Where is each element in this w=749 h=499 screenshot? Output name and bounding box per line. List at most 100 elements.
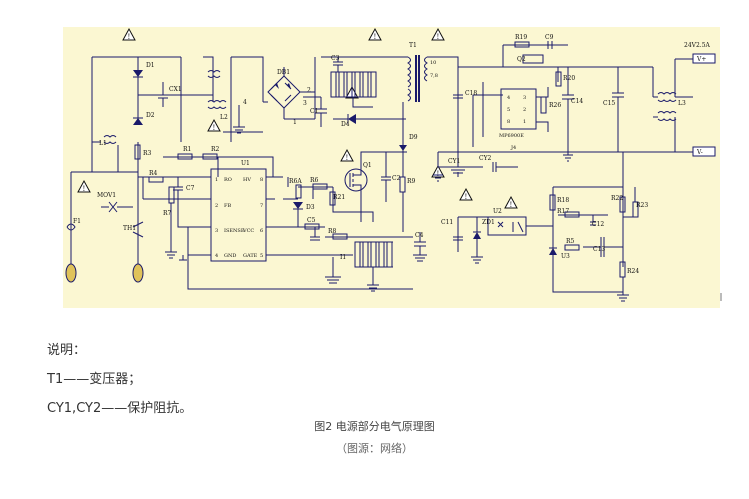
figure-source: （图源：网络） (336, 442, 413, 455)
label-zd1: ZD1 (482, 219, 495, 226)
label-r17: R17 (557, 208, 569, 215)
label-r20: R20 (563, 75, 575, 82)
label-r9: R9 (407, 178, 416, 185)
ic2-pin5: 5 (507, 107, 510, 113)
label-mov1: MOV1 (97, 192, 116, 199)
label-r6: R6 (310, 177, 319, 184)
terminal-plus (692, 53, 716, 64)
u1-pin-right-name: HV (243, 177, 251, 183)
label-r22: R22 (611, 195, 623, 202)
warning-icon: ! (431, 164, 445, 178)
label-d1: D1 (146, 62, 155, 69)
u1-pin-left-num: 3 (215, 228, 218, 234)
circuit-svg: ! ! ! ! ! ! ! ! ! ! D1 D2 CX1 L2 L1 DB1 … (65, 27, 716, 302)
label-node1: 1 (293, 119, 297, 126)
label-c11: C11 (441, 219, 453, 226)
u1-pin-left-name: RO (224, 177, 232, 183)
schematic-diagram: ! ! ! ! ! ! ! ! ! ! D1 D2 CX1 L2 L1 DB1 … (63, 27, 720, 308)
label-c7: C7 (186, 185, 195, 192)
label-r3: R3 (143, 150, 152, 157)
svg-text:!: ! (465, 193, 468, 201)
label-r21: R21 (333, 194, 345, 201)
label-c13: C13 (593, 246, 605, 253)
notes-line-cy: CY1,CY2——保护阻抗。 (47, 401, 193, 416)
u1-chip (210, 168, 267, 262)
label-r2: R2 (211, 146, 220, 153)
label-r5b: R5 (566, 238, 575, 245)
label-cy1: CY1 (448, 158, 460, 165)
label-d4: D4 (341, 121, 350, 128)
label-cy2: CY2 (479, 155, 492, 162)
plug-pin (65, 263, 77, 283)
u1-pin-left-name: GND (224, 253, 236, 259)
u1-pin-left-num: 4 (215, 253, 218, 259)
label-r6a: R6A (289, 178, 302, 185)
label-pin10: 10 (430, 60, 436, 66)
label-c18: C18 (465, 90, 477, 97)
label-l3: L3 (678, 100, 686, 107)
ic2-pin1: 1 (523, 119, 526, 125)
label-node2: 2 (307, 87, 311, 94)
ic2-pin8: 8 (507, 119, 510, 125)
label-c15: C15 (603, 100, 615, 107)
u1-pin-left-name: FB (224, 203, 231, 209)
warning-icon: ! (122, 27, 136, 41)
label-node4: 4 (243, 99, 247, 106)
terminal-minus (692, 146, 716, 157)
label-d2: D2 (146, 112, 155, 119)
label-node3: 3 (303, 100, 307, 107)
ic2-name: MP6900E (499, 133, 524, 139)
label-i1: I1 (340, 254, 346, 261)
label-r26: R26 (549, 102, 561, 109)
svg-text:!: ! (213, 124, 216, 132)
label-th1: TH1 (123, 225, 136, 232)
label-f1: F1 (73, 218, 81, 225)
u1-pin-left-num: 1 (215, 177, 218, 183)
svg-text:!: ! (437, 33, 440, 41)
ic2-pin2: 2 (523, 107, 526, 113)
u1-pin-left-num: 2 (215, 203, 218, 209)
label-c3: C3 (331, 55, 340, 62)
label-u3: U3 (561, 253, 570, 260)
u1-pin-right-name: GATE (243, 253, 258, 259)
label-r18: R18 (557, 197, 569, 204)
label-d9: D9 (409, 134, 418, 141)
label-c2: C2 (392, 175, 401, 182)
label-q2: Q2 (517, 56, 526, 63)
notes-heading: 说明： (47, 343, 87, 358)
label-r19: R19 (515, 34, 527, 41)
warning-icon: ! (77, 179, 91, 193)
warning-icon: ! (459, 187, 473, 201)
u1-pin-right-num: 6 (260, 228, 263, 234)
label-r4: R4 (149, 170, 158, 177)
label-c12: C12 (592, 221, 604, 228)
label-cx1: CX1 (169, 86, 182, 93)
label-u2: U2 (493, 208, 502, 215)
u1-pin-right-num: 8 (260, 177, 263, 183)
ic2-pin3: 3 (523, 95, 526, 101)
label-r1: R1 (183, 146, 191, 153)
mosfet-q1 (344, 168, 368, 192)
label-pin78: 7,8 (430, 73, 438, 79)
label-c1: C1 (310, 108, 318, 115)
svg-text:!: ! (510, 201, 513, 209)
edge-mark (720, 293, 722, 301)
label-c14: C14 (571, 98, 583, 105)
u1-pin-right-num: 7 (260, 203, 263, 209)
u1-pin-left-name: ISENSE (224, 228, 245, 234)
terminal-minus-label: V- (696, 149, 703, 156)
notes: 说明： T1——变压器； CY1,CY2——保护阻抗。 (47, 336, 192, 423)
svg-text:!: ! (437, 170, 440, 178)
label-u1: U1 (241, 160, 250, 167)
notes-line-t1: T1——变压器； (47, 372, 142, 387)
svg-text:!: ! (83, 185, 86, 193)
figure-caption: 图2 电源部分电气原理图 (314, 420, 435, 433)
output-rating: 24V2.5A (684, 42, 711, 49)
u1-pin-right-num: 5 (260, 253, 263, 259)
label-j4: J4 (510, 145, 516, 151)
label-q1: Q1 (363, 162, 372, 169)
svg-text:!: ! (374, 33, 377, 41)
label-l2: L2 (220, 114, 228, 121)
terminal-plus-label: V+ (696, 56, 706, 63)
label-l1: L1 (99, 140, 107, 147)
